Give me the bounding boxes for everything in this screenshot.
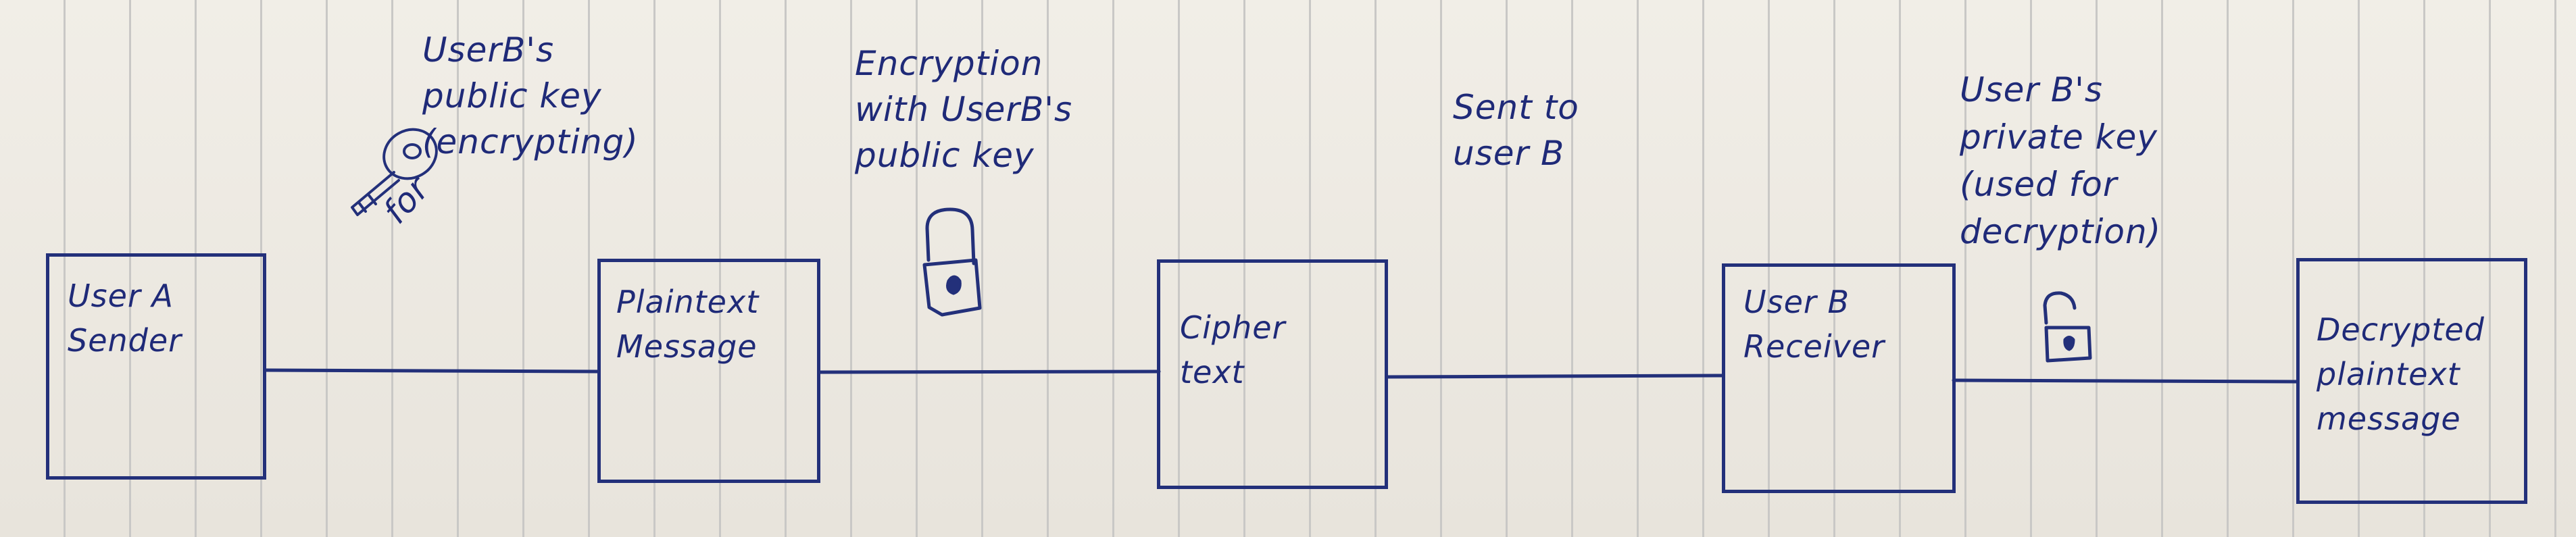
key-icon — [351, 128, 438, 216]
node-receiver — [1722, 263, 1956, 493]
edge-ciphertext-receiver — [1385, 374, 1724, 379]
lock-open-icon — [2043, 291, 2092, 363]
annotation-public-key: UserB's public key (encrypting) — [422, 30, 639, 161]
node-decrypted — [2296, 258, 2527, 504]
annotation-encryption: Encryption with UserB's public key — [855, 44, 1073, 175]
node-sender-label: User A Sender — [68, 278, 182, 359]
node-plaintext-label: Plaintext Message — [616, 284, 760, 365]
edge-receiver-decrypted — [1952, 378, 2298, 384]
node-ciphertext-label: Cipher text — [1180, 309, 1286, 390]
node-receiver-label: User B Receiver — [1743, 284, 1885, 365]
edge-sender-plaintext — [263, 368, 600, 374]
annotation-sent: Sent to user B — [1453, 88, 1579, 173]
node-plaintext — [597, 259, 820, 483]
annotation-private-key: User B's private key (used for decryptio… — [1960, 70, 2162, 251]
node-decrypted-label: Decrypted plaintext message — [2317, 311, 2485, 437]
node-ciphertext — [1157, 259, 1388, 489]
lock-closed-icon — [922, 207, 982, 317]
node-sender — [46, 253, 266, 480]
